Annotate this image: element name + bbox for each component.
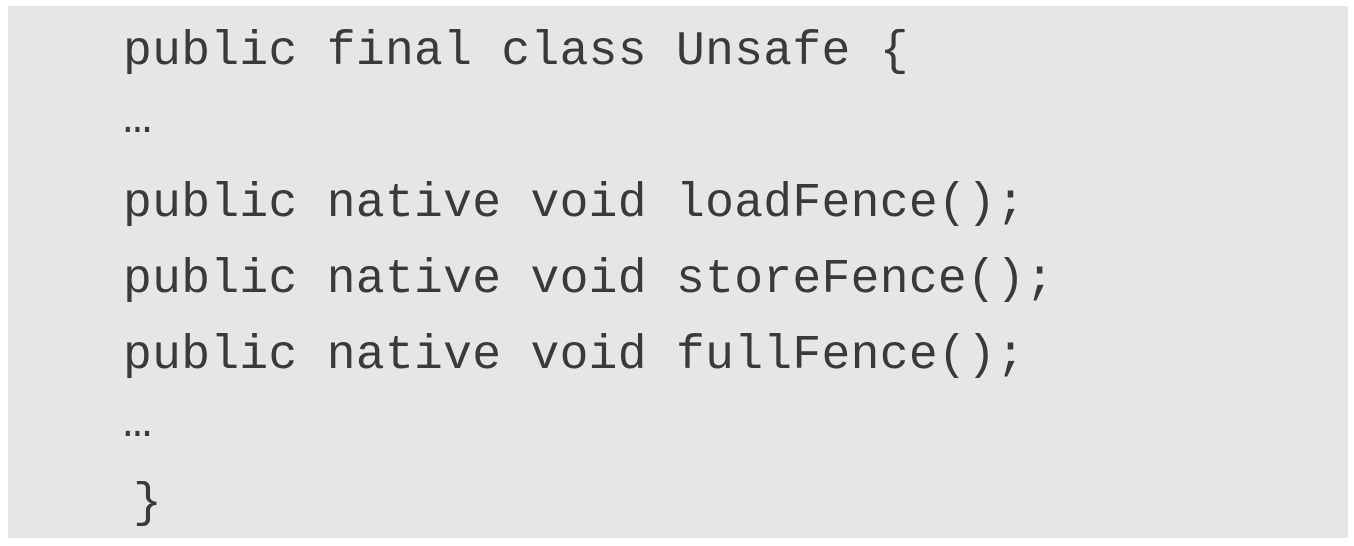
code-line-load-fence: public native void loadFence(); xyxy=(123,177,1026,231)
code-line-closing-brace: } xyxy=(133,477,163,531)
code-block: public final class Unsafe { … public nat… xyxy=(8,6,1348,538)
code-line-ellipsis: … xyxy=(123,93,153,147)
code-line-store-fence: public native void storeFence(); xyxy=(123,253,1055,307)
code-line-ellipsis: … xyxy=(123,397,153,451)
code-line-full-fence: public native void fullFence(); xyxy=(123,329,1026,383)
code-line-class-declaration: public final class Unsafe { xyxy=(123,25,909,79)
